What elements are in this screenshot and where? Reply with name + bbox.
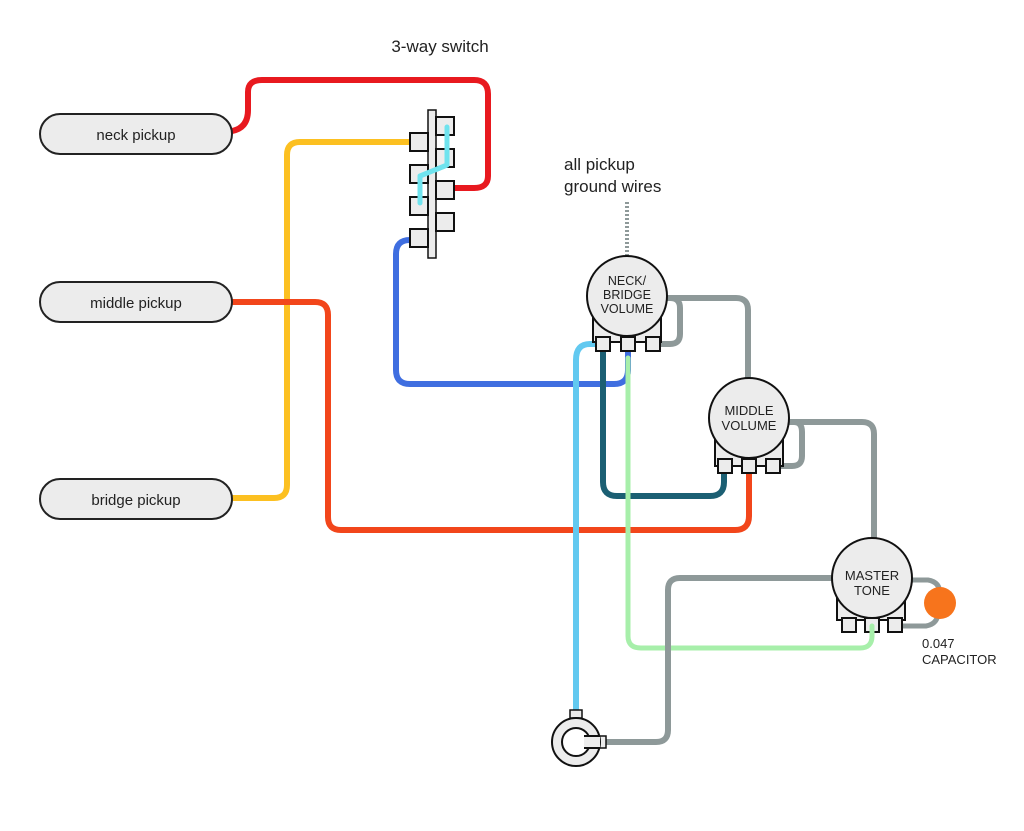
- capacitor-value: 0.047: [922, 636, 955, 651]
- output-jack[interactable]: [551, 709, 607, 767]
- ground-middle-loop: [773, 419, 805, 469]
- middle-pickup-wire: [229, 299, 752, 533]
- neck-pickup-wire: [229, 77, 491, 191]
- ground-label-line1: all pickup: [564, 155, 635, 174]
- bridge-pickup: bridge pickup: [39, 478, 233, 520]
- switch-jumper-overlay: [417, 124, 450, 206]
- pot-label: VOLUME: [722, 418, 777, 433]
- middle-volume-pot[interactable]: MIDDLE VOLUME: [708, 377, 790, 474]
- neck-bridge-volume-pot[interactable]: NECK/ BRIDGE VOLUME: [586, 255, 668, 352]
- middle-volume-link-wire: [600, 341, 727, 499]
- pot-label: VOLUME: [601, 302, 654, 316]
- pot-label: MIDDLE: [724, 403, 773, 418]
- capacitor: [924, 587, 956, 619]
- capacitor-label: CAPACITOR: [922, 652, 997, 667]
- master-tone-pot[interactable]: MASTER TONE: [831, 537, 913, 633]
- neck-pickup: neck pickup: [39, 113, 233, 155]
- switch-output-wire: [393, 237, 631, 387]
- middle-pickup: middle pickup: [39, 281, 233, 323]
- pot-label: NECK/: [608, 274, 647, 288]
- ground-wire-1: [657, 295, 751, 381]
- pot-label: TONE: [854, 583, 890, 598]
- neck-pickup-label: neck pickup: [96, 127, 175, 144]
- bridge-pickup-wire: [229, 139, 413, 501]
- pot-label: BRIDGE: [603, 288, 651, 302]
- ground-label-line2: ground wires: [564, 177, 661, 196]
- pot-label: MASTER: [845, 568, 899, 583]
- ground-jack-wire: [603, 575, 839, 745]
- tone-feed-wire: [625, 355, 875, 651]
- ground-neck-loop: [651, 295, 683, 347]
- middle-pickup-label: middle pickup: [90, 295, 182, 312]
- bridge-pickup-label: bridge pickup: [91, 492, 180, 509]
- ground-wire-2: [783, 419, 877, 541]
- jack-hot-wire: [573, 341, 606, 715]
- switch-title: 3-way switch: [391, 37, 488, 56]
